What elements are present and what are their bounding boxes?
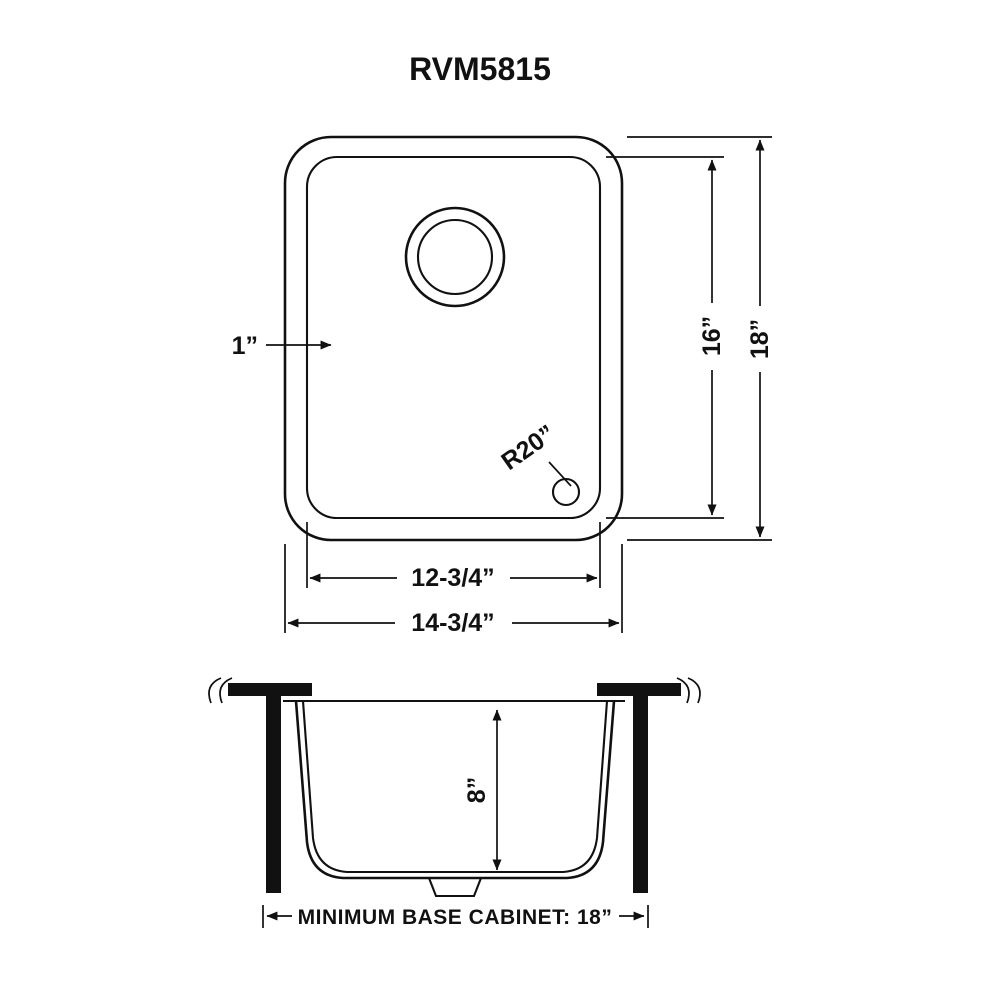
min-base-cabinet-label: MINIMUM BASE CABINET: 18” bbox=[298, 906, 613, 929]
sink-outer-rim bbox=[283, 135, 624, 542]
break-mark-icon bbox=[676, 677, 690, 704]
dimension-outer-width: 14-3/4” bbox=[284, 544, 623, 637]
wall-thickness-label: 1” bbox=[232, 332, 258, 360]
corner-radius-arc bbox=[551, 477, 581, 507]
drain-outer-circle bbox=[404, 206, 506, 308]
model-number-title: RVM5815 bbox=[409, 51, 551, 87]
break-mark-icon bbox=[219, 677, 233, 704]
dimension-inner-height: 16” bbox=[606, 156, 726, 519]
bowl-outer-wall bbox=[294, 700, 616, 880]
dimension-wall-thickness: 1” bbox=[232, 332, 332, 360]
bowl-inner-wall bbox=[301, 700, 609, 874]
dimension-corner-radius: R20” bbox=[496, 419, 581, 507]
cabinet-leg-left bbox=[266, 696, 281, 893]
side-view bbox=[208, 677, 701, 898]
dimension-outer-height: 18” bbox=[627, 136, 774, 541]
dimension-inner-width: 12-3/4” bbox=[306, 522, 601, 592]
countertop-right bbox=[597, 683, 681, 696]
bowl-depth-label: 8” bbox=[463, 777, 491, 803]
inner-width-label: 12-3/4” bbox=[411, 564, 494, 592]
break-mark-icon bbox=[687, 677, 701, 704]
inner-height-label: 16” bbox=[698, 316, 726, 356]
cabinet-leg-right bbox=[633, 696, 648, 893]
drain-inner-circle bbox=[416, 218, 494, 296]
dimension-bowl-depth: 8” bbox=[463, 709, 502, 871]
outer-height-label: 18” bbox=[746, 319, 774, 359]
dimension-base-cabinet: MINIMUM BASE CABINET: 18” bbox=[262, 905, 649, 929]
sink-inner-bowl bbox=[305, 155, 602, 520]
corner-radius-label: R20” bbox=[496, 419, 560, 475]
corner-radius-leader-line bbox=[548, 461, 572, 487]
outer-width-label: 14-3/4” bbox=[411, 609, 494, 637]
top-view bbox=[283, 135, 624, 542]
drain-outlet bbox=[428, 877, 482, 898]
break-mark-icon bbox=[208, 677, 222, 704]
countertop-left bbox=[228, 683, 312, 696]
